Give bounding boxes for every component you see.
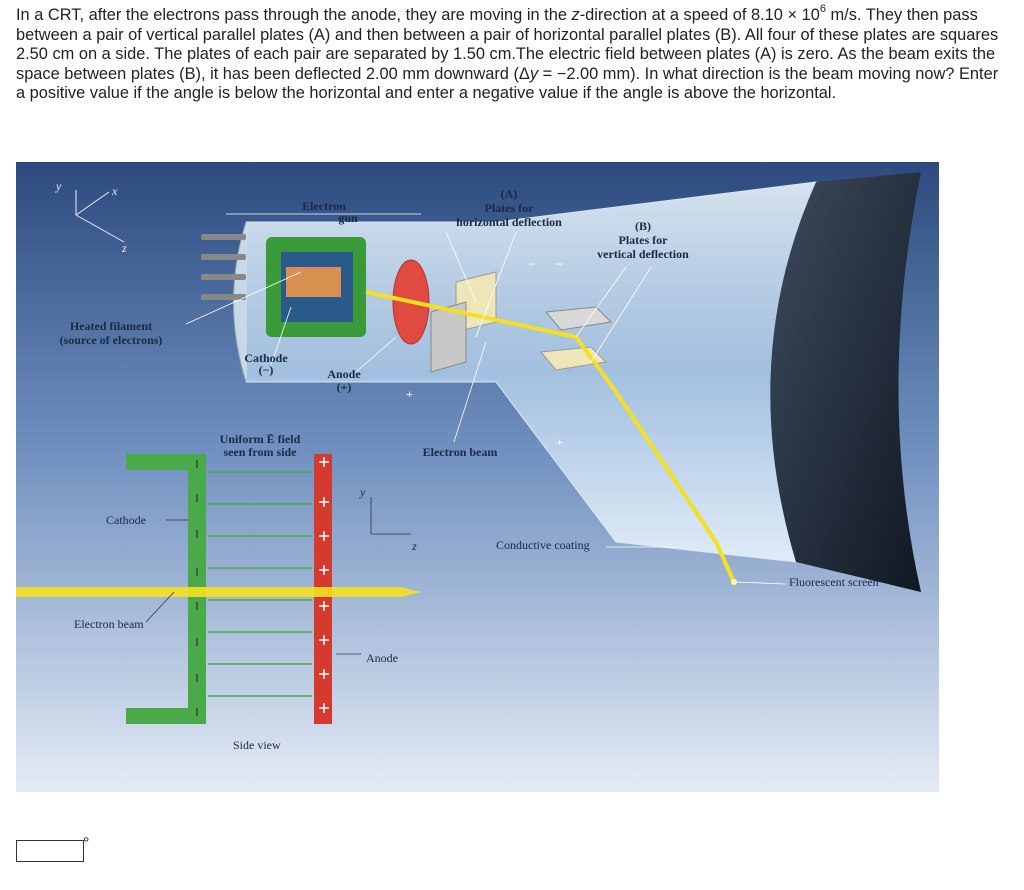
y-symbol: y — [529, 64, 539, 83]
cathode-top-label-2: (−) — [259, 363, 274, 377]
question-part-2: -direction at a speed of 8.10 × 10 — [579, 6, 820, 24]
axes-icon — [75, 190, 125, 243]
cathode-side-label: Cathode — [106, 513, 146, 527]
z-symbol: z — [571, 6, 580, 24]
plates-a-label-1: (A) — [501, 187, 518, 201]
crt-figure: y x z — [16, 162, 939, 792]
side-view-diagram — [16, 454, 421, 724]
fluorescent-screen-shape — [770, 172, 921, 592]
plates-b-label-2: Plates for — [619, 233, 669, 247]
plate-a-minus-sign: − — [528, 257, 535, 271]
heated-filament-label-2: (source of electrons) — [60, 333, 163, 347]
anode-side-label: Anode — [366, 651, 398, 665]
electron-beam-top-label: Electron beam — [423, 445, 498, 459]
crt-diagram: y x z — [16, 162, 939, 792]
electron-gun-label-2: gun — [338, 211, 358, 225]
plates-a-label-2: Plates for — [485, 201, 535, 215]
cathode-top-label-1: Cathode — [244, 351, 288, 365]
axis-z-label: z — [121, 241, 127, 255]
crt-tube — [201, 172, 921, 592]
degree-unit: ° — [83, 835, 90, 852]
conductive-coating-label: Conductive coating — [496, 538, 590, 552]
answer-input[interactable] — [16, 840, 84, 862]
question-part-3: m/s. They then pass between a pair of ve… — [16, 6, 999, 83]
question-paragraph: In a CRT, after the electrons pass throu… — [16, 2, 1006, 104]
fluorescent-screen-label: Fluorescent screen — [789, 575, 879, 589]
uniform-field-label-1: Uniform Ē field — [220, 432, 301, 446]
leader-lines — [185, 213, 787, 585]
inset-z-label: z — [411, 539, 417, 553]
axis-x-label: x — [111, 184, 118, 198]
plates-b-label-1: (B) — [635, 219, 651, 233]
exponent: 6 — [819, 2, 826, 15]
electron-gun-label-1: Electron — [302, 199, 346, 213]
question-part-4: = −2.00 mm). In what direction is the be… — [16, 64, 999, 103]
anode-plus-sign: + — [406, 387, 413, 401]
question-part-1: In a CRT, after the electrons pass throu… — [16, 6, 572, 24]
anode-top-label-2: (+) — [337, 380, 352, 394]
uniform-field-label-2: seen from side — [223, 445, 297, 459]
inset-y-label: y — [359, 485, 366, 499]
plates-a-label-3: horizontal deflection — [456, 215, 562, 229]
side-leader-lines — [145, 497, 411, 655]
heated-filament-label-1: Heated filament — [70, 319, 152, 333]
electron-beam-top — [365, 290, 736, 583]
plate-b-plus-sign: + — [556, 435, 563, 449]
plate-b-minus-sign: − — [556, 257, 563, 271]
side-view-label: Side view — [233, 738, 281, 752]
axis-y-label: y — [55, 179, 62, 193]
anode-top-label-1: Anode — [327, 367, 361, 381]
electron-beam-side-label: Electron beam — [74, 617, 144, 631]
plates-b-label-3: vertical deflection — [597, 247, 689, 261]
question-text: In a CRT, after the electrons pass throu… — [16, 2, 1006, 104]
